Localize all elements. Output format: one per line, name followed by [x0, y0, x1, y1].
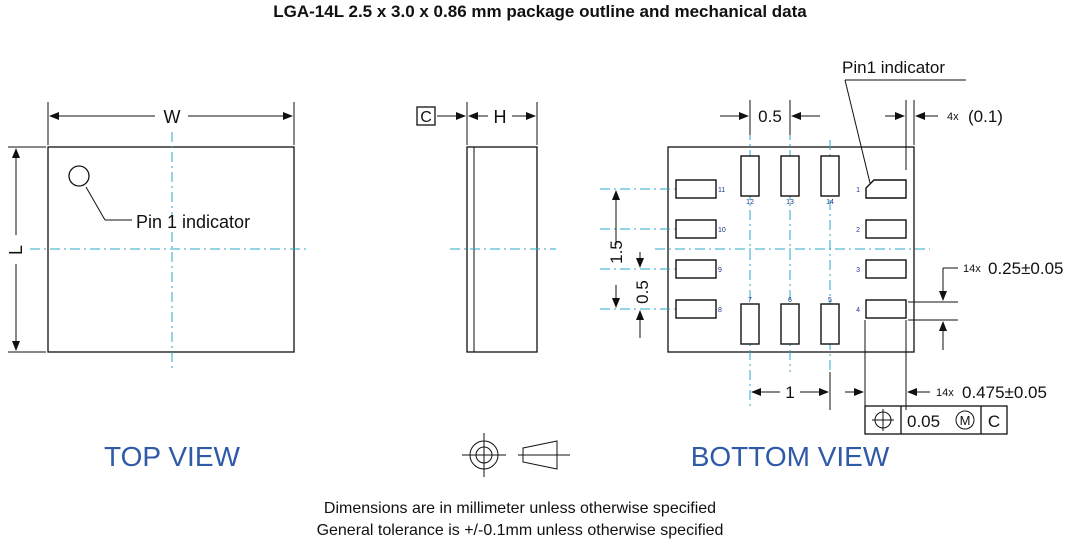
dim-w: W	[164, 107, 181, 127]
datum-c: C	[420, 109, 432, 126]
dim-pad-length: 0.475±0.05	[962, 383, 1047, 402]
projection-symbol-icon	[462, 433, 570, 477]
pad-14	[820, 155, 840, 197]
pad-1	[865, 179, 907, 199]
pin-number-10: 10	[718, 227, 726, 234]
dim-pad-width: 0.25±0.05	[988, 259, 1064, 278]
pin1-dot	[68, 165, 90, 187]
top-view: Pin 1 indicator W L TOP VIEW	[6, 102, 308, 472]
pad-3	[865, 259, 907, 279]
dim-pad-length-prefix: 14x	[936, 387, 954, 399]
pin-number-12: 12	[746, 199, 754, 206]
dim-corner: (0.1)	[968, 107, 1003, 126]
pad-10	[675, 219, 717, 239]
bottom-pin1-label: Pin1 indicator	[842, 58, 945, 77]
side-view: C H	[416, 102, 570, 477]
tolerance-value: 0.05	[907, 412, 940, 431]
bottom-view-label: BOTTOM VIEW	[691, 441, 890, 472]
pad-12	[740, 155, 760, 197]
datum-c-box	[416, 106, 436, 126]
pin-number-8: 8	[718, 307, 722, 314]
pin-number-6: 6	[788, 297, 792, 304]
pin-number-11: 11	[718, 187, 725, 194]
dim-l: L	[6, 245, 26, 255]
dim-vert-pitch: 0.5	[633, 280, 652, 304]
note-units: Dimensions are in millimeter unless othe…	[323, 500, 717, 517]
bottom-view-body	[667, 146, 915, 353]
pad-4	[865, 299, 907, 319]
mmc-modifier-icon	[955, 410, 975, 430]
pin-number-14: 14	[826, 199, 834, 206]
pad-7	[740, 303, 760, 345]
tolerance-modifier: M	[960, 413, 971, 428]
dim-vert-span: 1.5	[607, 240, 626, 264]
pad-8	[675, 299, 717, 319]
pad-2	[865, 219, 907, 239]
dim-horiz-span: 1	[785, 383, 794, 402]
pin-number-3: 3	[856, 267, 860, 274]
dim-pitch-top: 0.5	[758, 107, 782, 126]
top-pin1-label: Pin 1 indicator	[136, 212, 250, 232]
pad-13	[780, 155, 800, 197]
pad-5	[820, 303, 840, 345]
pin-number-1: 1	[856, 187, 860, 194]
pin-number-9: 9	[718, 267, 722, 274]
top-view-label: TOP VIEW	[104, 441, 240, 472]
note-tolerance: General tolerance is +/-0.1mm unless oth…	[316, 522, 724, 539]
position-tolerance-icon	[872, 409, 894, 431]
pin-number-5: 5	[828, 297, 832, 304]
pad-6	[780, 303, 800, 345]
dim-pad-width-prefix: 14x	[963, 263, 981, 275]
pin-number-7: 7	[748, 297, 752, 304]
dim-h: H	[494, 107, 507, 127]
pin-number-4: 4	[856, 307, 860, 314]
pin-number-13: 13	[786, 199, 794, 206]
pin-number-2: 2	[856, 227, 860, 234]
tolerance-frame: 0.05 M C	[864, 405, 1008, 435]
drawing-title: LGA-14L 2.5 x 3.0 x 0.86 mm package outl…	[273, 2, 807, 21]
tolerance-datum: C	[988, 412, 1000, 431]
pad-9	[675, 259, 717, 279]
dim-corner-prefix: 4x	[947, 111, 959, 123]
pad-11	[675, 179, 717, 199]
